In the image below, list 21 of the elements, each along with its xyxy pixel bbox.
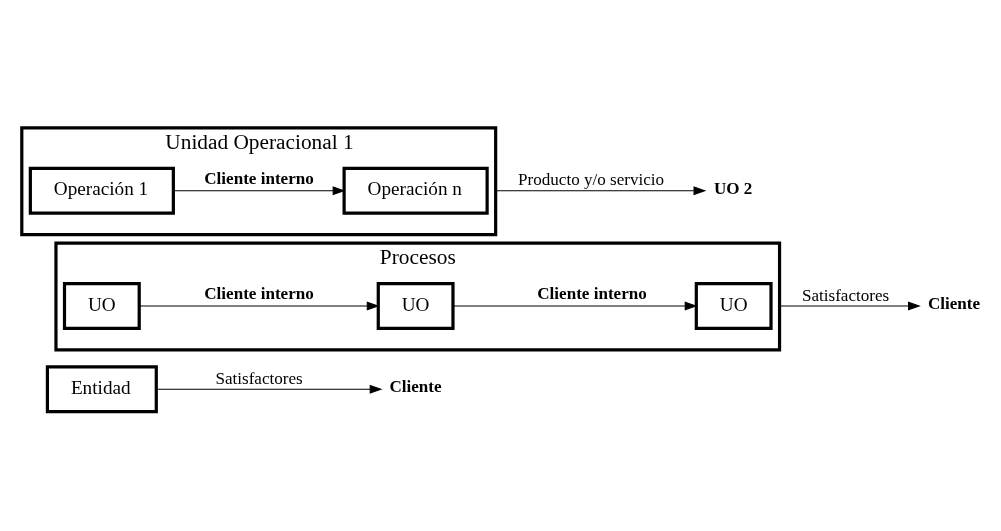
arrow bbox=[494, 186, 706, 196]
edge-label: Producto y/o servicio bbox=[517, 170, 664, 190]
node-text: Cliente bbox=[388, 377, 442, 397]
node-box: UO bbox=[376, 282, 455, 331]
arrow bbox=[155, 384, 382, 394]
node-box: Operación 1 bbox=[28, 166, 175, 215]
edge-label: Satisfactores bbox=[215, 368, 303, 388]
node-box: Entidad bbox=[45, 365, 158, 414]
node-box: UO bbox=[694, 282, 773, 331]
node-box: Operación n bbox=[342, 166, 489, 215]
edge-label: Cliente interno bbox=[203, 284, 314, 304]
arrow bbox=[172, 186, 345, 196]
edge-label: Satisfactores bbox=[801, 285, 889, 305]
node-box: UO bbox=[62, 282, 141, 331]
node-text: Cliente bbox=[927, 294, 980, 314]
arrow bbox=[778, 301, 921, 311]
arrow bbox=[452, 301, 697, 311]
node-text: UO 2 bbox=[713, 178, 752, 198]
arrow bbox=[138, 301, 380, 311]
edge-label: Cliente interno bbox=[536, 284, 647, 304]
edge-label: Cliente interno bbox=[203, 169, 314, 189]
